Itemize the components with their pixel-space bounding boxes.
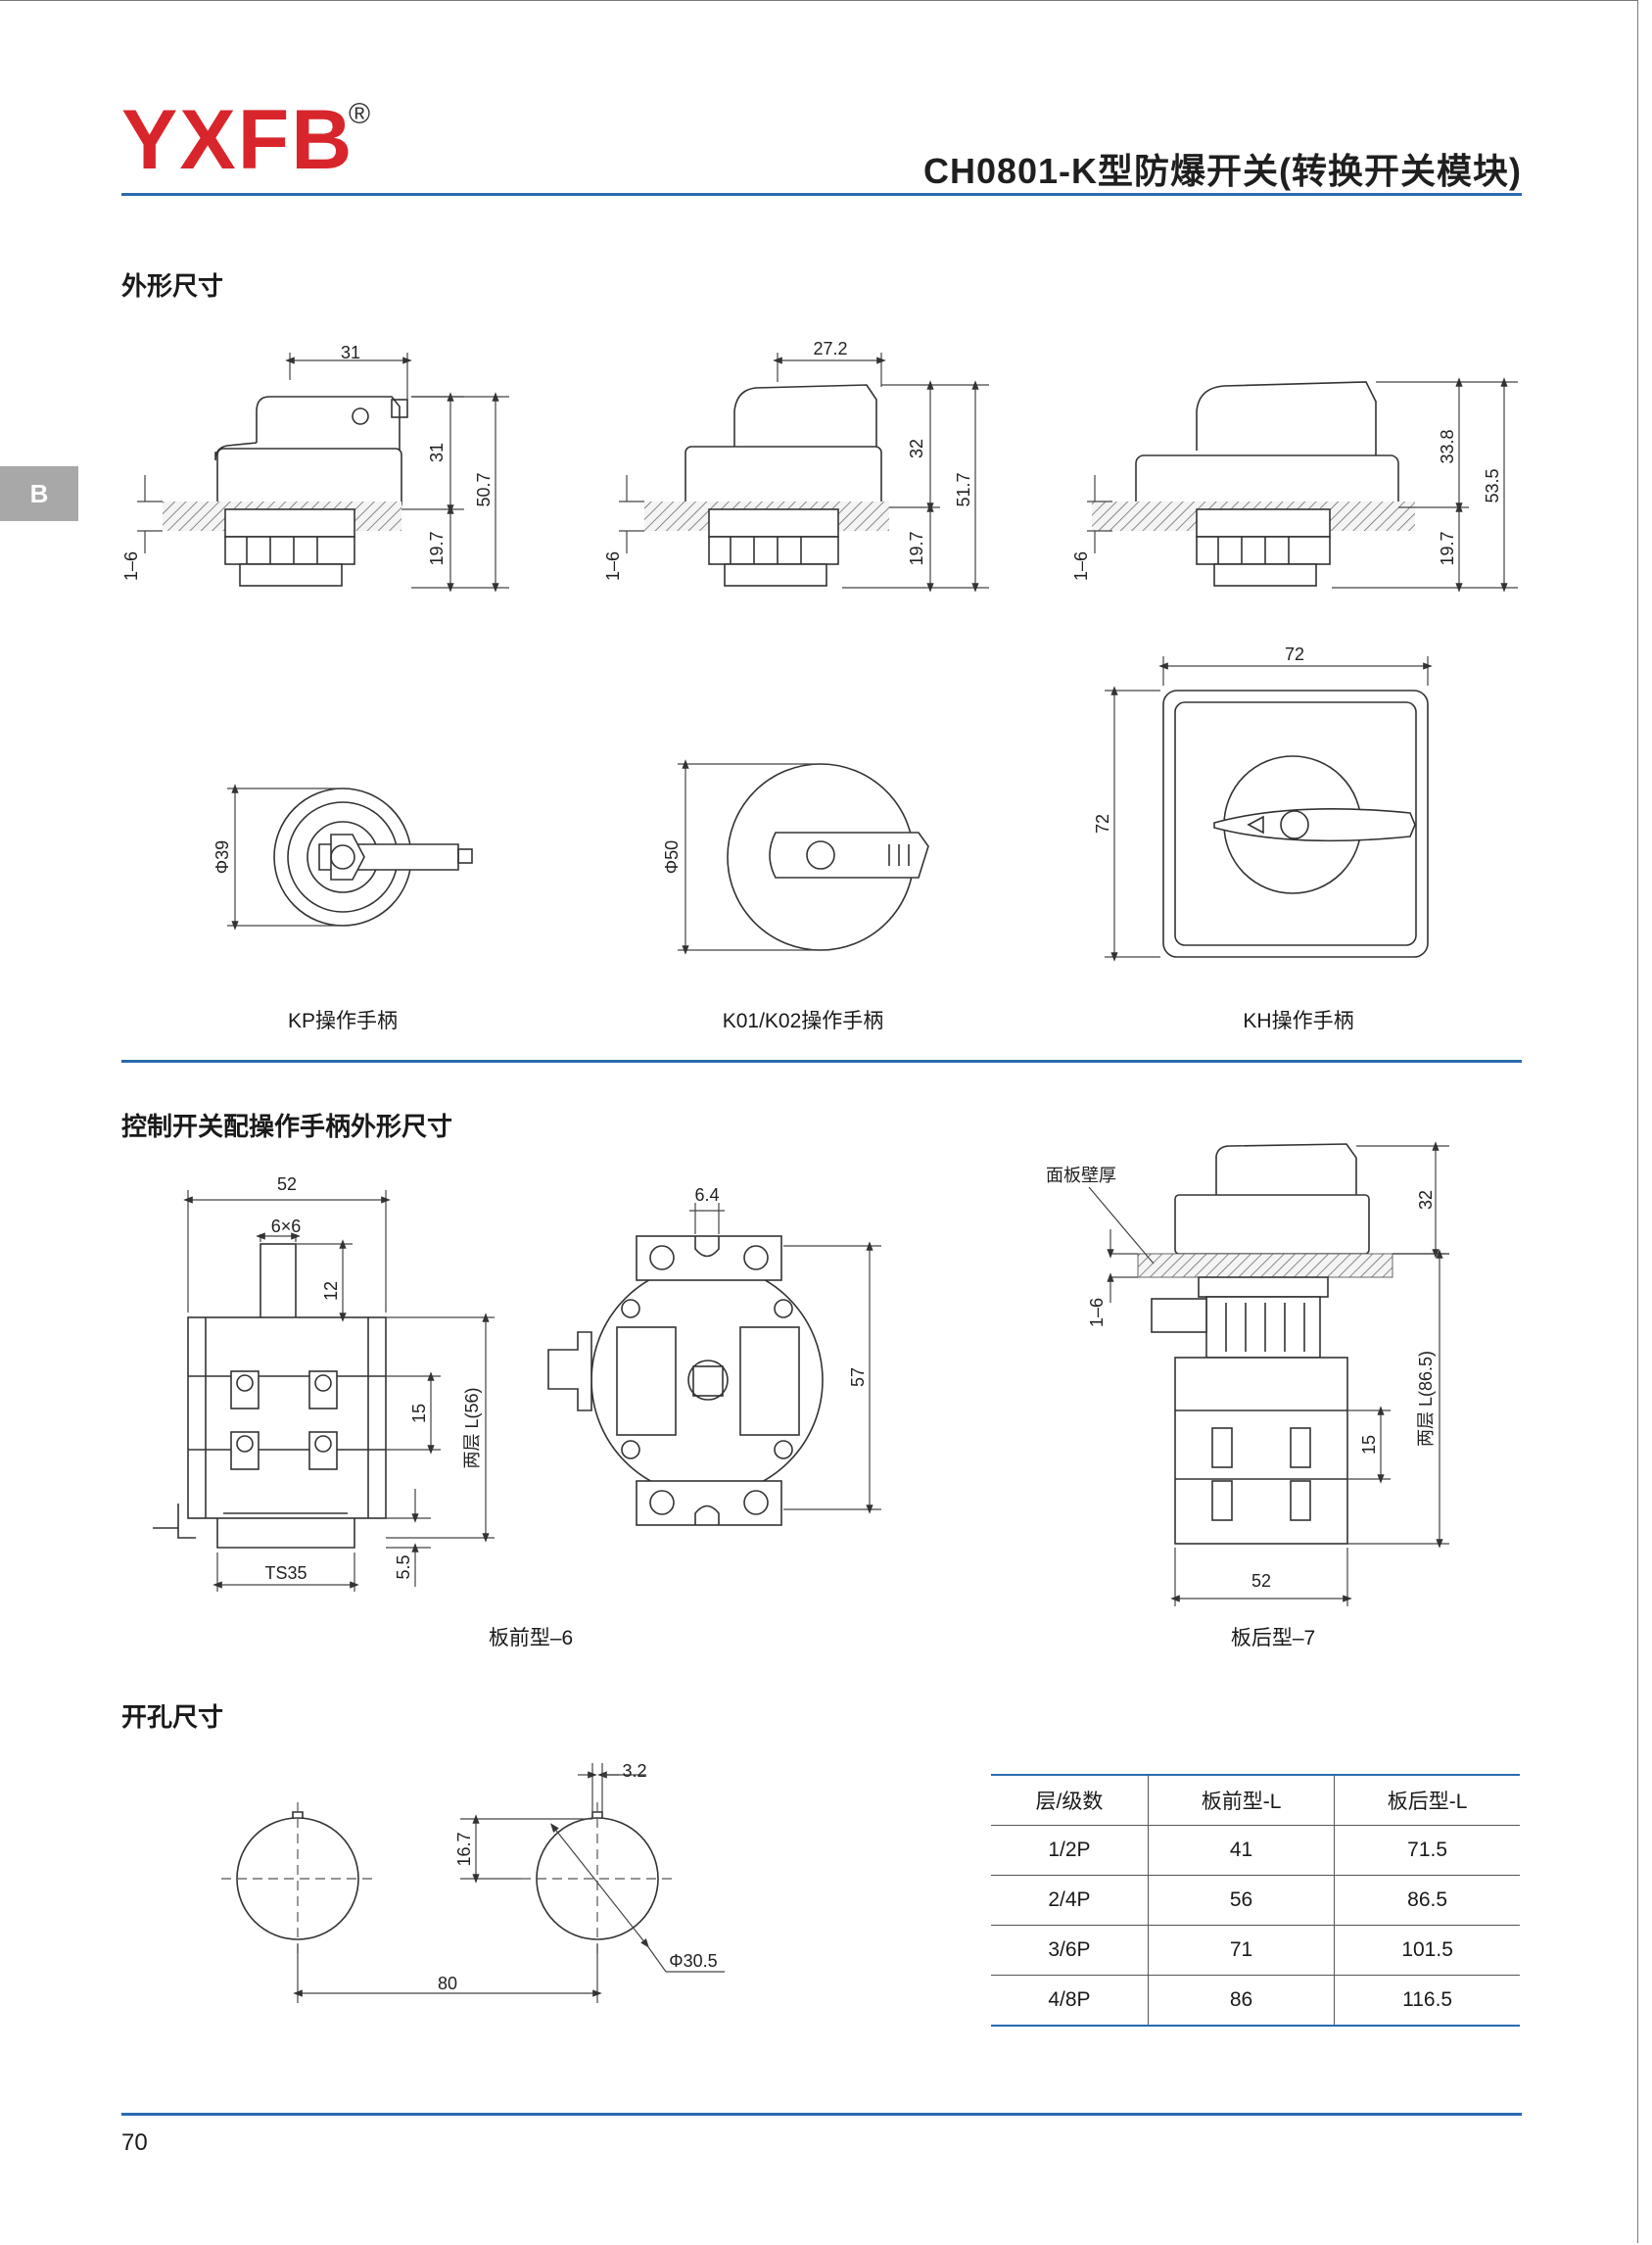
dim-view1-total: 50.7	[474, 472, 494, 506]
table-cell: 56	[1147, 1875, 1336, 1926]
rear-mount-drawing	[1088, 1141, 1449, 1606]
table-cell: 86	[1147, 1975, 1336, 2027]
dim-cutout-offset: 16.7	[454, 1832, 474, 1866]
dim-view1-panel: 1–6	[121, 551, 141, 581]
dim-front-rail: TS35	[264, 1563, 307, 1583]
table-cell: 116.5	[1334, 1975, 1520, 2027]
table-cell: 3/6P	[991, 1925, 1149, 1976]
caption-front-mount: 板前型–6	[488, 1627, 574, 1649]
dim-view3-bottom: 19.7	[1438, 531, 1457, 565]
dim-front-length: 两层 L(56)	[462, 1387, 482, 1468]
dim-rear-width: 52	[1251, 1571, 1271, 1591]
dim-front-shaft-height: 12	[321, 1281, 341, 1301]
dim-kh-height: 72	[1093, 814, 1112, 834]
kp-handle-drawing	[227, 784, 473, 931]
table-header-layers: 层/级数	[991, 1774, 1149, 1826]
table-row: 3/6P 71 101.5	[991, 1925, 1520, 1976]
dim-cutout-diameter: Φ30.5	[669, 1951, 717, 1971]
table-row: 2/4P 56 86.5	[991, 1875, 1520, 1926]
section-rule	[121, 1060, 1522, 1063]
dim-rear-pitch: 15	[1359, 1435, 1379, 1455]
section-tab: B	[0, 466, 78, 521]
dim-rear-length: 两层 L(86.5)	[1416, 1351, 1436, 1447]
dim-view2-panel: 1–6	[603, 551, 623, 581]
dim-view3-top: 33.8	[1438, 429, 1457, 463]
caption-kp-handle: KP操作手柄	[287, 1010, 399, 1032]
dim-cutout-key: 3.2	[622, 1761, 646, 1781]
dim-view3-panel: 1–6	[1071, 551, 1091, 581]
brand-logo: YXFB	[121, 93, 354, 187]
side-view-2	[619, 353, 989, 593]
label-panel-thickness: 面板壁厚	[1046, 1166, 1116, 1185]
table-cell: 41	[1147, 1825, 1336, 1876]
caption-kh-handle: KH操作手柄	[1243, 1010, 1354, 1032]
dim-k01-diameter: Φ50	[662, 840, 682, 874]
registered-mark: ®	[349, 98, 371, 130]
kh-handle-drawing	[1105, 656, 1433, 962]
table-cell: 71	[1147, 1925, 1336, 1976]
dim-kh-width: 72	[1285, 645, 1304, 664]
table-cell: 1/2P	[991, 1825, 1149, 1876]
dim-view2-total: 51.7	[954, 472, 973, 506]
dim-view1-width: 31	[341, 343, 360, 362]
document-title: CH0801-K型防爆开关(转换开关模块)	[922, 151, 1522, 191]
table-cell: 2/4P	[991, 1875, 1149, 1926]
table-header-row: 层/级数 板前型-L 板后型-L	[991, 1774, 1520, 1826]
caption-rear-mount: 板后型–7	[1230, 1627, 1316, 1649]
dim-front-shaft: 6×6	[271, 1217, 302, 1236]
table-row: 4/8P 86 116.5	[991, 1975, 1520, 2027]
table-cell: 86.5	[1334, 1875, 1520, 1926]
table-cell: 71.5	[1334, 1825, 1520, 1876]
page-number: 70	[121, 2129, 148, 2156]
table-cell: 101.5	[1334, 1925, 1520, 1976]
dim-view1-bottom: 19.7	[427, 531, 447, 565]
table-cell: 4/8P	[991, 1975, 1149, 2027]
section-title-cutout: 开孔尺寸	[121, 1702, 224, 1732]
table-row: 1/2P 41 71.5	[991, 1825, 1520, 1876]
dim-front-width: 52	[277, 1174, 297, 1194]
caption-k01-handle: K01/K02操作手柄	[722, 1010, 884, 1032]
side-view-3	[1087, 377, 1518, 593]
header-rule	[121, 193, 1522, 196]
k01-handle-drawing	[678, 759, 929, 955]
section-title-control: 控制开关配操作手柄外形尺寸	[121, 1112, 453, 1141]
footer-rule	[121, 2113, 1522, 2116]
front-mount-drawing	[153, 1190, 495, 1592]
dim-cutout-distance: 80	[438, 1974, 457, 1993]
dim-rear-panel: 1–6	[1087, 1298, 1107, 1327]
dim-front-rail-height: 5.5	[394, 1554, 413, 1579]
dim-top-spacing: 6.4	[694, 1185, 719, 1205]
side-view-1	[137, 353, 509, 593]
dim-view1-top: 31	[427, 443, 447, 462]
dim-view2-bottom: 19.7	[907, 531, 926, 565]
dim-view2-top: 32	[907, 439, 926, 458]
dim-view3-total: 53.5	[1483, 468, 1502, 502]
section-title-outline: 外形尺寸	[121, 271, 224, 301]
dim-top-height: 57	[848, 1367, 868, 1387]
dim-rear-handle-height: 32	[1416, 1190, 1436, 1210]
dim-view2-width: 27.2	[813, 339, 847, 358]
dim-kp-diameter: Φ39	[212, 840, 232, 874]
dim-front-pitch: 15	[409, 1404, 429, 1423]
layer-length-table: 层/级数 板前型-L 板后型-L 1/2P 41 71.5 2/4P 56 86…	[991, 1774, 1520, 2027]
cutout-drawing	[221, 1763, 725, 2003]
table-header-front: 板前型-L	[1147, 1774, 1336, 1826]
table-header-rear: 板后型-L	[1334, 1774, 1520, 1826]
top-view-drawing	[547, 1203, 881, 1526]
